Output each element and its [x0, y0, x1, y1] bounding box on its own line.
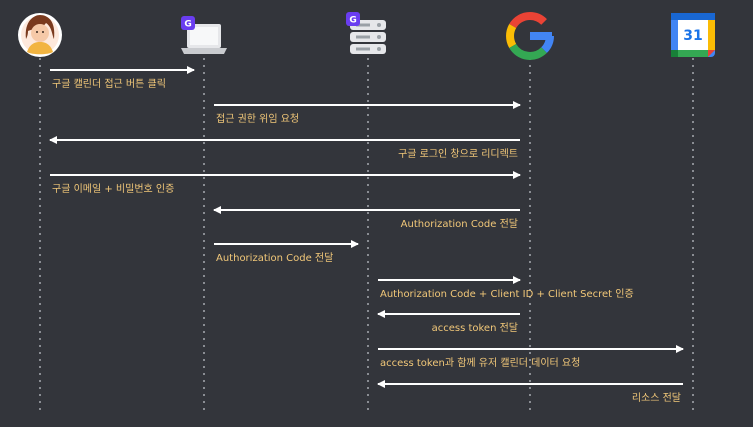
server-icon: G — [346, 12, 386, 54]
message-label-1: 구글 캘린더 접근 버튼 클릭 — [52, 78, 166, 90]
message-label-2: 접근 권한 위임 요청 — [216, 112, 299, 125]
message-label-4: 구글 이메일 + 비밀번호 인증 — [52, 183, 174, 195]
lifelines — [39, 58, 694, 410]
message-label-9: access token과 함께 유저 캘린더 데이터 요청 — [380, 357, 580, 369]
google-logo-icon — [506, 12, 554, 60]
message-label-7: Authorization Code + Client ID + Client … — [380, 288, 634, 300]
message-label-10: 리소스 전달 — [632, 392, 681, 404]
message-label-5: Authorization Code 전달 — [401, 218, 518, 230]
laptop-badge — [181, 16, 195, 30]
svg-text:G: G — [184, 20, 191, 30]
calendar-day-label: 31 — [683, 28, 702, 44]
user-avatar-icon — [18, 13, 62, 57]
svg-text:G: G — [349, 16, 356, 26]
message-label-3: 구글 로그인 창으로 리디렉트 — [398, 148, 518, 160]
message-label-8: access token 전달 — [432, 322, 518, 334]
google-calendar-icon: 31 — [671, 13, 715, 57]
message-label-6: Authorization Code 전달 — [216, 252, 333, 264]
laptop-icon: G — [181, 16, 227, 54]
server-badge — [346, 12, 360, 26]
